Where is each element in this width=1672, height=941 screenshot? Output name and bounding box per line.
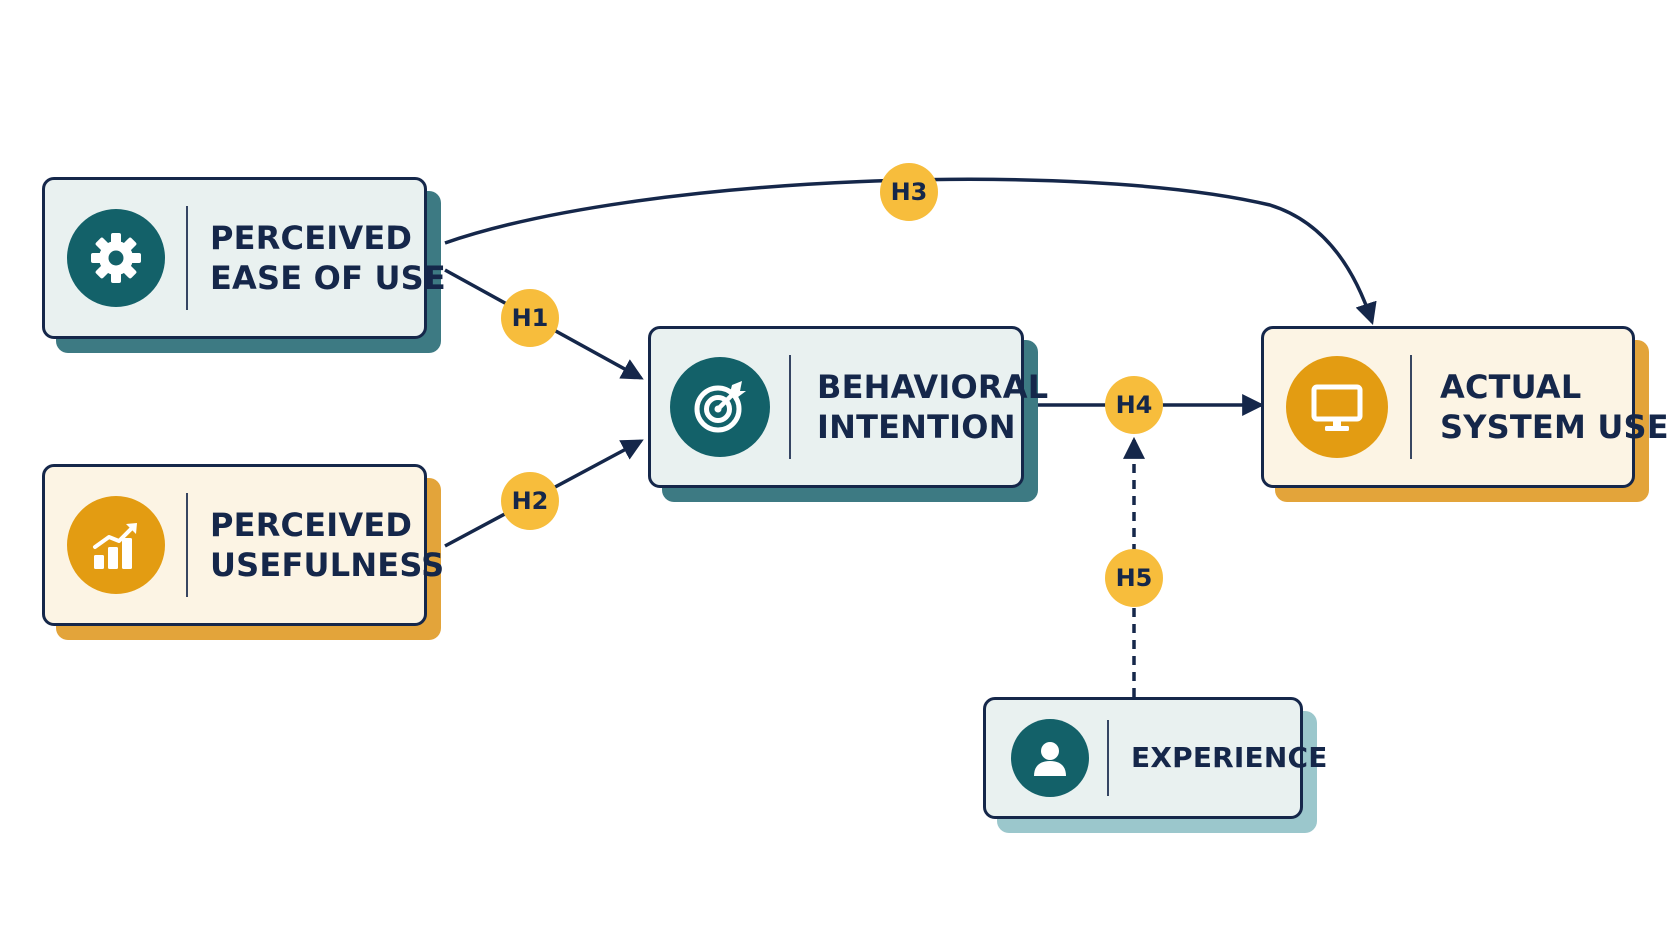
- node-perceived-usefulness: PERCEIVED USEFULNESS: [42, 464, 444, 640]
- node-label: PERCEIVED USEFULNESS: [210, 505, 444, 585]
- hypothesis-badge-h4: H4: [1105, 376, 1163, 434]
- node-label-line: EXPERIENCE: [1131, 741, 1328, 774]
- node-card: EXPERIENCE: [983, 697, 1327, 819]
- node-divider: [186, 493, 188, 597]
- hypothesis-badge-h5: H5: [1105, 549, 1163, 607]
- node-divider: [789, 355, 791, 459]
- person-icon: [1011, 719, 1089, 797]
- node-label-line: EASE OF USE: [210, 259, 446, 297]
- target-arrow-icon: [670, 357, 770, 457]
- hypothesis-badge-h1: H1: [501, 289, 559, 347]
- node-divider: [1107, 720, 1109, 796]
- hypothesis-badge-h2: H2: [501, 472, 559, 530]
- edge-h3: [444, 177, 1377, 325]
- node-behavioral-intention: BEHAVIORAL INTENTION: [648, 326, 1048, 502]
- gear-icon: [67, 209, 165, 307]
- node-experience: EXPERIENCE: [983, 697, 1327, 833]
- growth-chart-icon: [67, 496, 165, 594]
- node-card: ACTUAL SYSTEM USE: [1261, 326, 1669, 488]
- node-divider: [1410, 355, 1412, 459]
- monitor-icon: [1286, 356, 1388, 458]
- node-label-line: PERCEIVED: [210, 219, 413, 257]
- hypothesis-badge-h3: H3: [880, 163, 938, 221]
- node-label: EXPERIENCE: [1131, 738, 1328, 778]
- node-label-line: SYSTEM USE: [1440, 408, 1669, 446]
- node-label-line: PERCEIVED: [210, 506, 413, 544]
- node-divider: [186, 206, 188, 310]
- node-card: PERCEIVED EASE OF USE: [42, 177, 446, 339]
- node-perceived-ease-of-use: PERCEIVED EASE OF USE: [42, 177, 446, 353]
- node-label-line: USEFULNESS: [210, 546, 445, 584]
- node-label-line: INTENTION: [817, 408, 1016, 446]
- node-label-line: ACTUAL: [1440, 368, 1582, 406]
- node-actual-system-use: ACTUAL SYSTEM USE: [1261, 326, 1669, 502]
- node-card: BEHAVIORAL INTENTION: [648, 326, 1048, 488]
- node-label: BEHAVIORAL INTENTION: [817, 367, 1048, 447]
- node-label: PERCEIVED EASE OF USE: [210, 218, 446, 298]
- node-label: ACTUAL SYSTEM USE: [1440, 367, 1669, 447]
- node-label-line: BEHAVIORAL: [817, 368, 1049, 406]
- node-card: PERCEIVED USEFULNESS: [42, 464, 444, 626]
